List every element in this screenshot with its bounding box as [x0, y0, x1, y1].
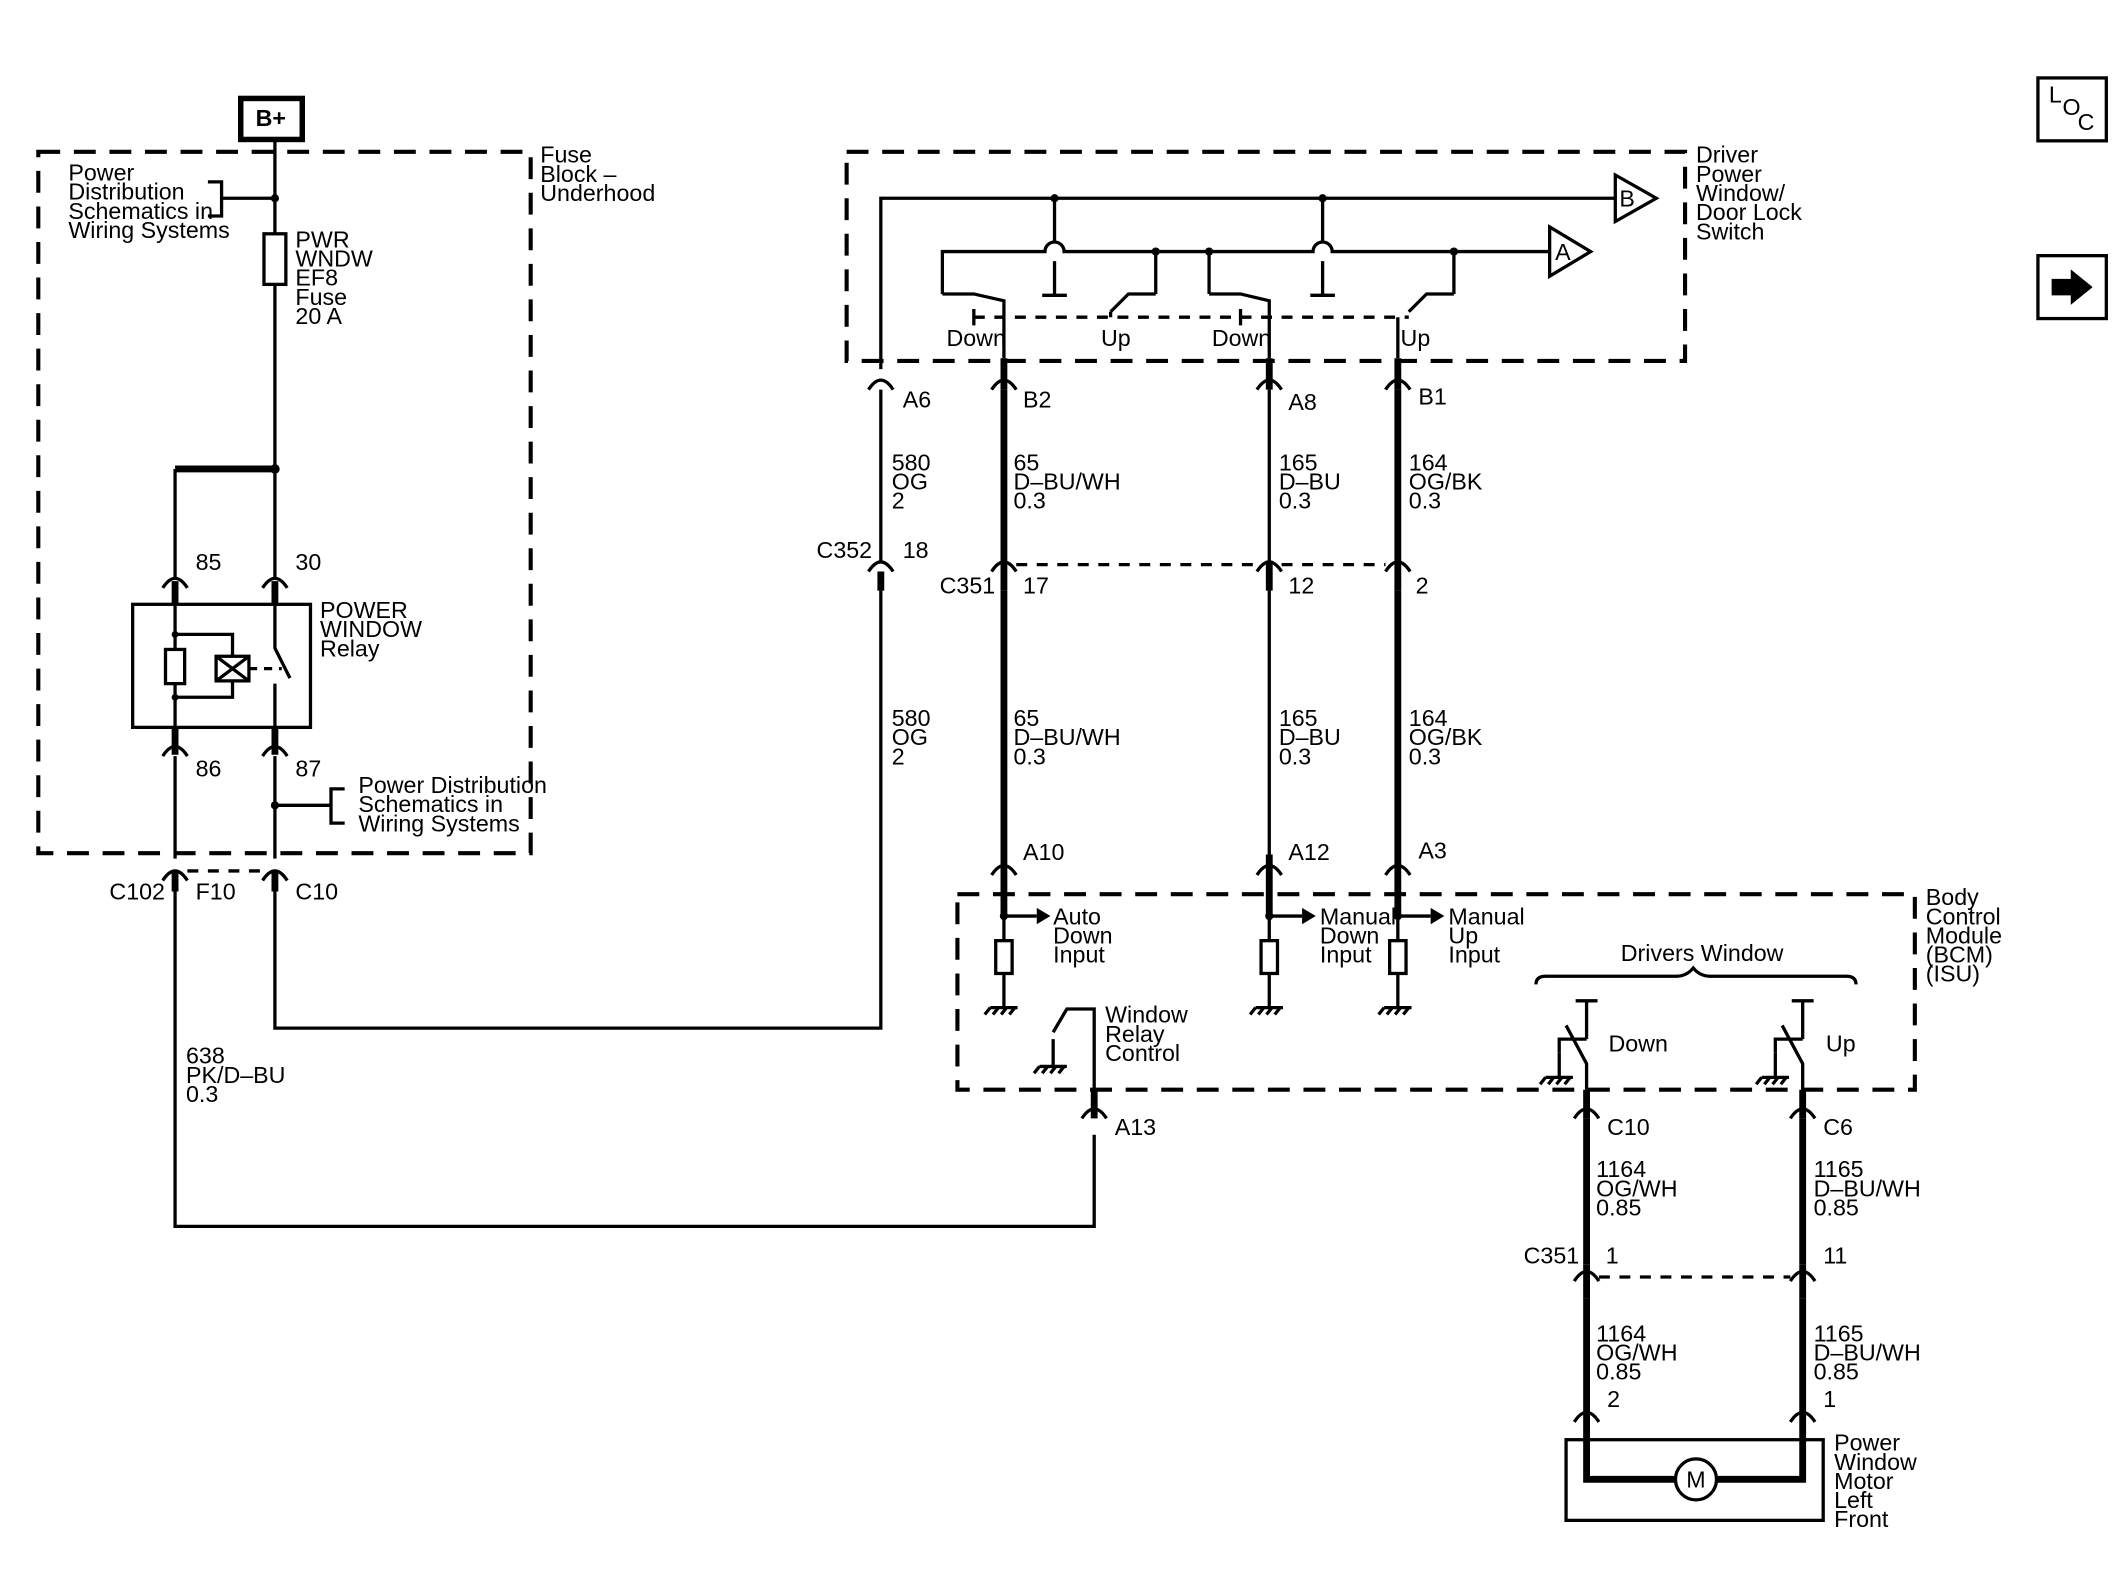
offpage-connector-a [1548, 224, 1594, 280]
svg-text:B2: B2 [1023, 386, 1051, 412]
svg-text:Down: Down [946, 325, 1005, 351]
connector-c351-lower [1572, 1264, 1817, 1299]
wire-638 [173, 891, 1096, 1229]
svg-text:65D–BU/WH0.3: 65D–BU/WH0.3 [1013, 705, 1120, 769]
svg-text:A10: A10 [1023, 839, 1064, 865]
connector-c352 [867, 560, 895, 591]
svg-text:C351: C351 [940, 572, 996, 598]
arrow-right-icon [2051, 269, 2093, 305]
svg-text:Drivers Window: Drivers Window [1621, 940, 1784, 966]
svg-text:86: 86 [196, 756, 222, 782]
svg-text:C351: C351 [1524, 1242, 1580, 1268]
svg-text:A12: A12 [1288, 839, 1329, 865]
svg-text:A13: A13 [1115, 1114, 1156, 1140]
svg-text:A3: A3 [1418, 838, 1446, 864]
connector-c102 [161, 869, 289, 892]
manual-up-input [1377, 907, 1445, 1016]
svg-text:2: 2 [1416, 572, 1429, 598]
svg-text:2: 2 [1607, 1386, 1620, 1412]
svg-text:1: 1 [1823, 1386, 1836, 1412]
svg-text:F10: F10 [196, 879, 236, 905]
svg-text:A8: A8 [1288, 389, 1316, 415]
motor-connector-pins [1572, 1410, 1817, 1440]
driver-switch-label: Driver Power Window/ Door Lock Switch [1696, 142, 1808, 245]
svg-text:Down: Down [1608, 1030, 1667, 1056]
svg-text:C102: C102 [109, 879, 165, 905]
svg-text:B+: B+ [256, 105, 286, 131]
body-control-module [955, 892, 1917, 1092]
svg-text:O: O [2063, 94, 2081, 120]
svg-text:L: L [2049, 82, 2062, 108]
b-plus-battery-terminal: B+ [237, 95, 306, 143]
svg-text:B1: B1 [1418, 384, 1446, 410]
svg-text:17: 17 [1023, 572, 1049, 598]
svg-text:Up: Up [1826, 1030, 1856, 1056]
power-distribution-ref-bottom: Power Distribution Schematics in Wiring … [358, 772, 553, 836]
window-relay-control [1032, 1007, 1108, 1120]
power-distribution-ref-top: Power Distribution Schematics in Wiring … [68, 159, 229, 242]
relay-label: POWER WINDOW Relay [320, 597, 428, 661]
svg-text:1: 1 [1606, 1242, 1619, 1268]
power-window-relay [131, 602, 313, 730]
svg-text:M: M [1686, 1467, 1705, 1493]
fuse-block-label: Fuse Block – Underhood [540, 142, 655, 206]
wire-638-label: 638 PK/D–BU 0.3 [186, 1043, 292, 1107]
svg-text:A: A [1555, 239, 1571, 265]
fuse-label: PWR WNDW EF8 Fuse 20 A [295, 226, 379, 329]
svg-text:Up: Up [1401, 325, 1431, 351]
drivers-window-brace [1534, 965, 1858, 985]
svg-text:18: 18 [903, 537, 929, 563]
svg-text:85: 85 [196, 549, 222, 575]
switch-connector-pins [867, 358, 1412, 391]
svg-text:C352: C352 [817, 537, 873, 563]
svg-text:Up: Up [1101, 325, 1131, 351]
svg-text:65D–BU/WH0.3: 65D–BU/WH0.3 [1013, 449, 1120, 513]
svg-text:B: B [1619, 185, 1635, 211]
loc-button[interactable]: L O C [2036, 76, 2108, 143]
auto-down-input [983, 907, 1051, 1016]
svg-text:C10: C10 [295, 879, 338, 905]
svg-text:30: 30 [295, 549, 321, 575]
manual-down-input [1248, 907, 1316, 1016]
svg-text:11: 11 [1823, 1242, 1847, 1268]
svg-text:C6: C6 [1823, 1114, 1853, 1140]
connector-c351-upper [990, 560, 1412, 591]
svg-text:A6: A6 [903, 386, 931, 412]
bcm-output-pins [1572, 1089, 1817, 1120]
wire-580-return [273, 590, 883, 1030]
svg-text:C: C [2078, 109, 2095, 135]
bcm-label: Body Control Module (BCM) (ISU) [1926, 884, 2009, 987]
fuse-block-underhood [36, 149, 533, 856]
offpage-connector-b [1613, 172, 1660, 225]
svg-text:87: 87 [295, 756, 321, 782]
svg-text:12: 12 [1288, 572, 1314, 598]
drivers-window-up-relay [1754, 999, 1814, 1090]
svg-text:C10: C10 [1607, 1114, 1650, 1140]
next-page-button[interactable] [2036, 254, 2108, 321]
motor-label: Power Window Motor Left Front [1834, 1430, 1923, 1533]
svg-text:Down: Down [1212, 325, 1271, 351]
drivers-window-down-relay [1538, 999, 1598, 1090]
pwr-wndw-fuse [262, 232, 288, 287]
bcm-input-pins [990, 854, 1412, 917]
motor-symbol [1673, 1457, 1719, 1502]
